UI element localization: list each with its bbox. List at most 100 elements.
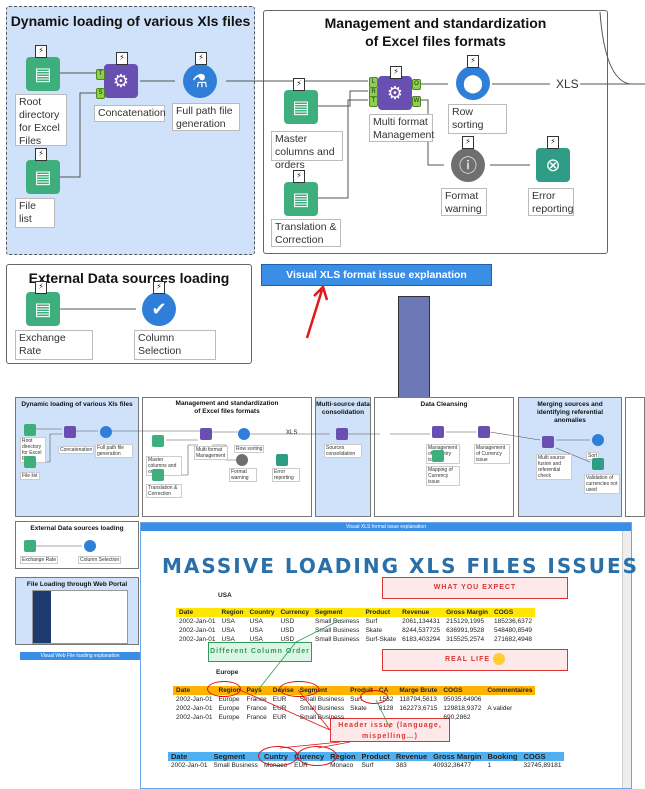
- input-anchor[interactable]: T: [96, 69, 105, 80]
- mini-container-next[interactable]: [625, 397, 645, 517]
- header-cell: Date: [173, 686, 216, 695]
- table-cell: Small Business: [315, 618, 360, 625]
- mini-tool-sort[interactable]: [592, 434, 604, 446]
- mini-label: Row sorting: [234, 445, 265, 453]
- mini-tool-fusion[interactable]: [542, 436, 554, 448]
- header-cell: Segment: [210, 752, 261, 761]
- table-cell: 6128: [378, 705, 394, 712]
- info-icon: ⓘ: [459, 156, 477, 177]
- header-cell: Product: [362, 608, 400, 617]
- input-anchor[interactable]: T: [369, 96, 378, 107]
- explain-button-label: Visual XLS format issue explanation: [286, 269, 467, 281]
- book-icon: ▤: [34, 166, 52, 188]
- highlight-ring: [297, 746, 337, 766]
- tool-label: Exchange Rate: [15, 330, 93, 360]
- worried-face-icon: [493, 653, 505, 666]
- table-cell: Skate: [350, 705, 367, 712]
- sort-tool-row-sorting[interactable]: ⬤: [456, 66, 490, 100]
- bolt-icon: ⚡: [153, 281, 165, 294]
- portal-explain-label: Visual Web File loading explanation: [40, 653, 120, 659]
- table-cell: Europe: [218, 714, 240, 721]
- mini-label: Format warning: [229, 468, 257, 482]
- header-cell: Revenue: [399, 608, 444, 617]
- header-cell: Date: [176, 608, 219, 617]
- mini-tool-exchange-rate[interactable]: [24, 540, 36, 552]
- mini-tool-root[interactable]: [24, 424, 36, 436]
- mini-tool-column-selection[interactable]: [84, 540, 96, 552]
- table-cell: Surf: [365, 618, 378, 625]
- mini-tool-translation[interactable]: [152, 469, 164, 481]
- mini-tool-concatenation[interactable]: [64, 426, 76, 438]
- header-cell: Commentaires: [484, 686, 536, 695]
- callout-text: WHAT YOU EXPECT: [433, 584, 517, 591]
- mini-tool-multi-format[interactable]: [200, 428, 212, 440]
- browse-tool-error-reporting[interactable]: ⊗: [536, 148, 570, 182]
- output-anchor[interactable]: O: [412, 79, 421, 90]
- mini-tool-country[interactable]: [432, 426, 444, 438]
- portal-explain-button[interactable]: Visual Web File loading explanation: [20, 652, 140, 660]
- table-cell: [484, 713, 535, 722]
- sort-icon: ⬤: [462, 72, 484, 94]
- macro-tool-multi-format[interactable]: ⚙: [378, 76, 412, 110]
- input-tool-file-list[interactable]: ▤: [26, 160, 60, 194]
- table-cell: USA: [221, 618, 235, 625]
- table-cell: 32745,89181: [523, 762, 562, 769]
- union-tool-concatenation[interactable]: ⚙: [104, 64, 138, 98]
- header-cell: Product: [358, 752, 393, 761]
- slide-headline: MASSIVE LOADING XLS FILES ISSUES: [162, 554, 640, 578]
- header-cell: Region: [327, 752, 359, 761]
- bolt-icon: ⚡: [293, 170, 305, 183]
- select-tool-column-selection[interactable]: ✔: [142, 292, 176, 326]
- xls-output-label: XLS: [556, 77, 579, 91]
- book-icon: ▤: [292, 96, 310, 118]
- window-scrollbar[interactable]: [622, 531, 631, 788]
- mini-label: Error reporting: [272, 468, 300, 482]
- bolt-icon: ⚡: [35, 148, 47, 161]
- table-cell: Small Business: [315, 627, 360, 634]
- header-cell: Pays: [243, 686, 270, 695]
- mini-title: Data Cleansing: [420, 401, 468, 408]
- table-cell: 2002-Jan-01: [179, 636, 216, 643]
- table-cell: 2002-Jan-01: [179, 618, 216, 625]
- mini-tool-validation[interactable]: [592, 458, 604, 470]
- mini-tool-full-path[interactable]: [100, 426, 112, 438]
- mini-tool-currency[interactable]: [478, 426, 490, 438]
- input-tool-root-directory[interactable]: ▤: [26, 57, 60, 91]
- input-tool-master-columns[interactable]: ▤: [284, 90, 318, 124]
- bolt-icon: ⚡: [390, 66, 402, 79]
- mini-label: Column Selection: [78, 556, 122, 564]
- table-cell: France: [246, 705, 267, 712]
- input-anchor[interactable]: S: [96, 88, 105, 99]
- formula-tool-full-path[interactable]: ⚗: [183, 64, 217, 98]
- table-cell: Surf: [361, 762, 374, 769]
- explain-button[interactable]: Visual XLS format issue explanation: [261, 264, 492, 286]
- mini-container-portal[interactable]: File Loading through Web Portal: [15, 577, 139, 645]
- mini-tool-mapping[interactable]: [432, 450, 444, 462]
- mini-label: Mapping of Currency issue: [426, 466, 460, 486]
- table-cell: USD: [280, 636, 295, 643]
- mini-tool-row-sorting[interactable]: [238, 428, 250, 440]
- mini-title: External Data sources loading: [30, 525, 124, 532]
- header-cell: Marge Brute: [396, 686, 441, 695]
- mini-tool-master-columns[interactable]: [152, 435, 164, 447]
- table-cell: 40932,36477: [433, 762, 472, 769]
- bolt-icon: ⚡: [467, 55, 479, 68]
- table-cell: Small Business: [299, 705, 345, 712]
- mini-tool-file-list[interactable]: [24, 456, 36, 468]
- mini-tool-format-warning[interactable]: [236, 454, 248, 466]
- window-title: Visual XLS format issue explanation: [141, 523, 631, 531]
- header-cell: Region: [218, 608, 247, 617]
- input-tool-translation[interactable]: ▤: [284, 182, 318, 216]
- input-tool-exchange-rate[interactable]: ▤: [26, 292, 60, 326]
- mini-tool-consolidation[interactable]: [336, 428, 348, 440]
- mini-tool-error-reporting[interactable]: [276, 454, 288, 466]
- table-cell: USA: [249, 618, 263, 625]
- bolt-icon: ⚡: [116, 52, 128, 65]
- tool-label: Translation & Correction: [271, 219, 341, 247]
- output-anchor[interactable]: W: [412, 96, 421, 107]
- message-tool-format-warning[interactable]: ⓘ: [451, 148, 485, 182]
